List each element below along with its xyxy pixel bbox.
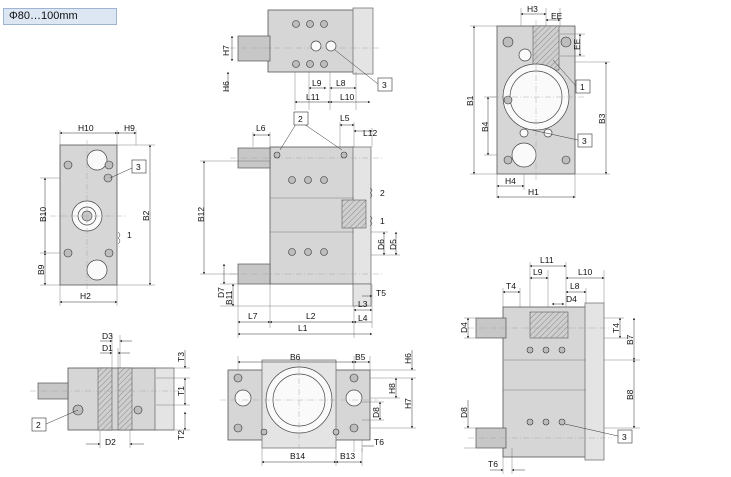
dim-l6: L6 bbox=[256, 123, 266, 133]
right-top-end-view: H3 EE EE B1 B4 B3 H4 H1 1 3 bbox=[465, 4, 610, 199]
dim-d7: D7 bbox=[216, 287, 226, 298]
dim-l3: L3 bbox=[358, 299, 368, 309]
callout-3: 3 bbox=[382, 80, 387, 90]
dim-h7: H7 bbox=[221, 45, 231, 56]
callout-3: 3 bbox=[136, 162, 141, 172]
dim-l9: L9 bbox=[312, 78, 322, 88]
port-label-1: 1 bbox=[380, 216, 385, 226]
dim-l1: L1 bbox=[298, 323, 308, 333]
dim-t4-top: T4 bbox=[506, 281, 516, 291]
dim-b3: B3 bbox=[597, 113, 607, 124]
dim-d5: D5 bbox=[388, 239, 398, 250]
dim-t2: T2 bbox=[176, 430, 186, 440]
dim-l9: L9 bbox=[533, 267, 543, 277]
port-label-1: 1 bbox=[127, 230, 132, 240]
dim-t4-side: T4 bbox=[611, 323, 621, 333]
dim-d4-side: D4 bbox=[459, 322, 469, 333]
dim-b8: B8 bbox=[625, 389, 635, 400]
dim-l11: L11 bbox=[540, 255, 554, 265]
callout-2: 2 bbox=[298, 114, 303, 124]
dim-d3: D3 bbox=[102, 331, 113, 341]
dim-h2: H2 bbox=[80, 291, 91, 301]
front-left-view: H10 H9 B10 B9 B2 H2 3 1 bbox=[36, 123, 155, 306]
dim-d2: D2 bbox=[105, 437, 116, 447]
bolt-holes bbox=[292, 20, 337, 68]
dim-h9: H9 bbox=[124, 123, 135, 133]
dim-l8: L8 bbox=[570, 281, 580, 291]
dim-l12: L12 bbox=[363, 128, 377, 138]
dim-ee-top: EE bbox=[551, 11, 563, 21]
dim-b6: B6 bbox=[290, 352, 301, 362]
dim-d1: D1 bbox=[102, 343, 113, 353]
dim-b13: B13 bbox=[340, 451, 355, 461]
dim-t3: T3 bbox=[176, 352, 186, 362]
dim-l10: L10 bbox=[578, 267, 592, 277]
dim-b9: B9 bbox=[36, 264, 46, 275]
dim-t6: T6 bbox=[374, 437, 384, 447]
dim-l4: L4 bbox=[358, 313, 368, 323]
bottom-left-view: D3 D1 T3 T1 T2 D2 2 bbox=[30, 331, 190, 448]
dim-l5: L5 bbox=[340, 113, 350, 123]
dim-b4: B4 bbox=[480, 121, 490, 132]
dim-ee-side: EE bbox=[572, 38, 582, 50]
dim-b5: B5 bbox=[355, 352, 366, 362]
dim-d8: D8 bbox=[459, 407, 469, 418]
dim-l8: L8 bbox=[336, 78, 346, 88]
dim-d6: D6 bbox=[376, 239, 386, 250]
dim-h6: H6 bbox=[221, 81, 231, 92]
dim-b1: B1 bbox=[465, 95, 475, 106]
dim-t5: T5 bbox=[376, 288, 386, 298]
dim-b11: B11 bbox=[224, 290, 234, 305]
dim-t1: T1 bbox=[176, 386, 186, 396]
callout-3: 3 bbox=[582, 136, 587, 146]
dim-h10: H10 bbox=[78, 123, 94, 133]
callout-1: 1 bbox=[580, 82, 585, 92]
dim-b10: B10 bbox=[38, 207, 48, 222]
dim-l10: L10 bbox=[340, 92, 354, 102]
dim-h4: H4 bbox=[505, 176, 516, 186]
series-title-label: Φ80…100mm bbox=[3, 8, 117, 25]
port-label-2: 2 bbox=[380, 188, 385, 198]
dim-b14: B14 bbox=[290, 451, 305, 461]
dim-h8: H8 bbox=[387, 383, 397, 394]
dim-h6: H6 bbox=[403, 353, 413, 364]
dim-l2: L2 bbox=[306, 311, 316, 321]
center-side-view: L6 L5 L12 B12 2 2 1 D6 D5 D7 B11 L7 L2 bbox=[196, 111, 400, 338]
dim-h7: H7 bbox=[403, 398, 413, 409]
dim-d8: D8 bbox=[371, 407, 381, 418]
top-view-cylinder: H7 H6 L9 L8 L11 L10 3 bbox=[221, 7, 393, 110]
dim-d4-top: D4 bbox=[566, 294, 577, 304]
dim-l11: L11 bbox=[306, 92, 320, 102]
dim-t6: T6 bbox=[488, 459, 498, 469]
bolt-holes bbox=[273, 151, 348, 256]
bottom-center-end-view: B6 B5 H6 H8 H7 D8 T6 B14 B13 bbox=[220, 350, 416, 466]
callout-3: 3 bbox=[622, 432, 627, 442]
dim-l7: L7 bbox=[248, 311, 258, 321]
dim-b7: B7 bbox=[625, 334, 635, 345]
right-bottom-side-view: L11 L9 L10 T4 L8 D4 D4 T4 B7 B8 D8 T6 3 bbox=[459, 255, 640, 474]
dim-h3: H3 bbox=[527, 4, 538, 14]
dim-b12: B12 bbox=[196, 207, 206, 222]
callout-2: 2 bbox=[36, 420, 41, 430]
dim-h1: H1 bbox=[528, 187, 539, 197]
dim-b2: B2 bbox=[141, 210, 151, 221]
